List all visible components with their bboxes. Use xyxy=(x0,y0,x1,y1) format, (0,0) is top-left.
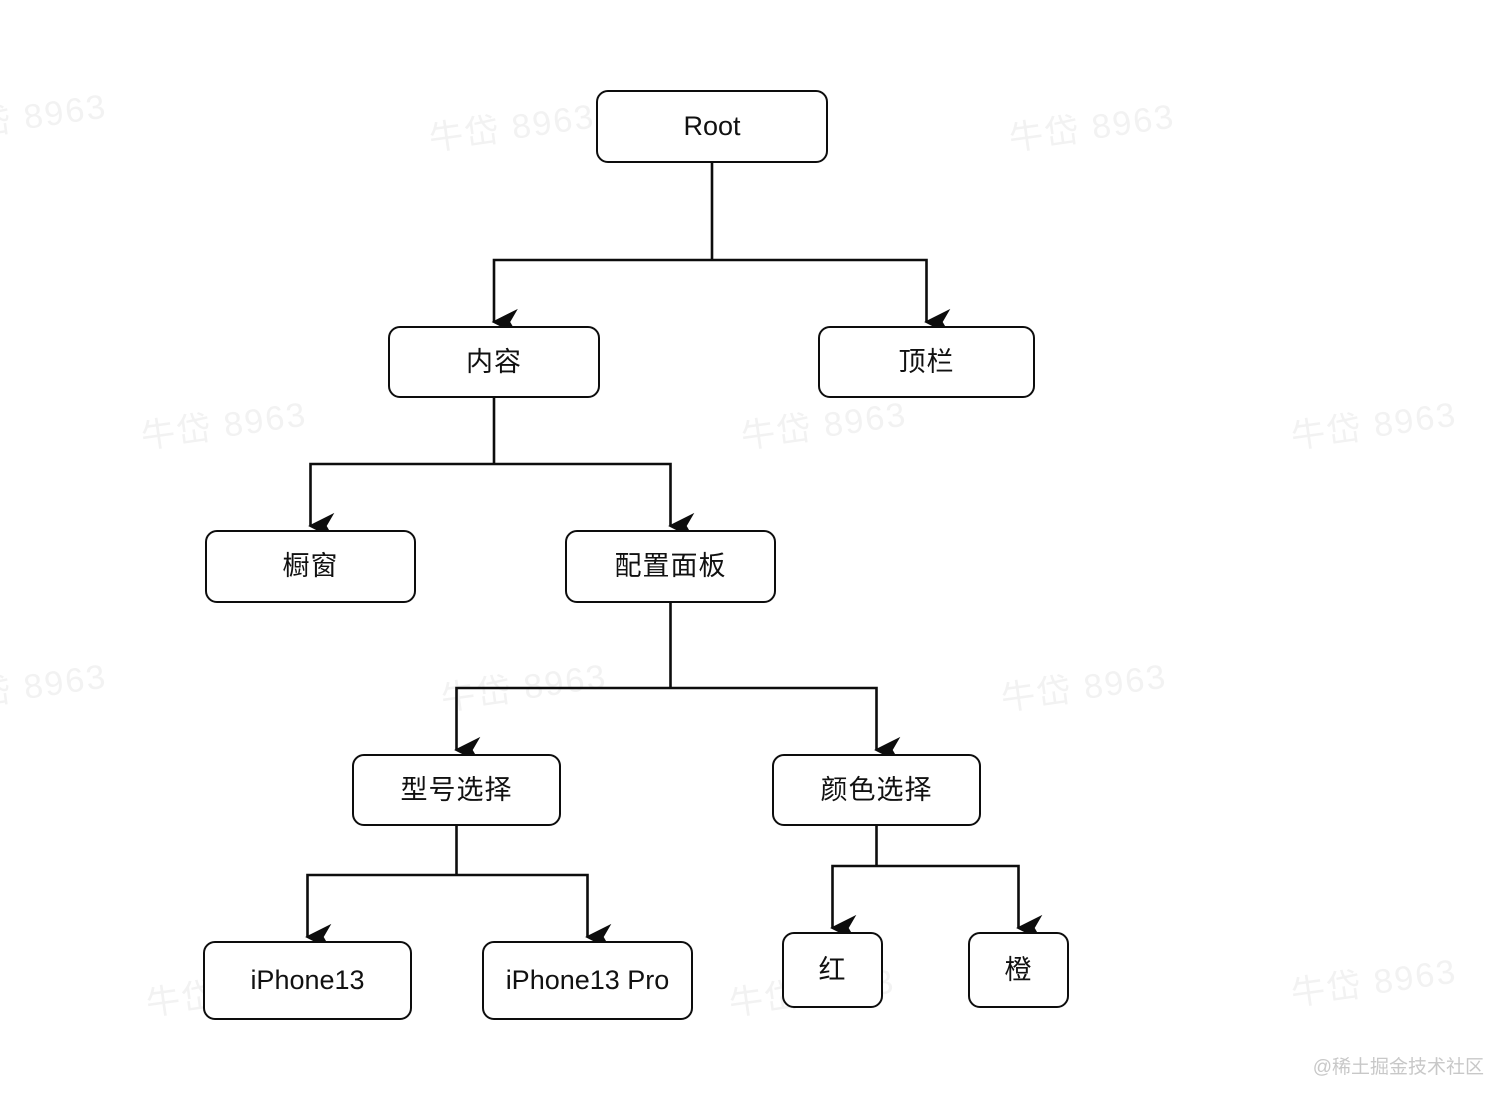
node-panel[interactable]: 配置面板 xyxy=(565,530,776,603)
edge-content-to-window xyxy=(308,462,494,540)
node-label-orange: 橙 xyxy=(1004,954,1033,985)
footer-watermark: @稀土掘金技术社区 xyxy=(1312,1057,1484,1078)
edge-root-to-topbar xyxy=(712,258,951,336)
node-model[interactable]: 型号选择 xyxy=(352,754,561,826)
node-topbar[interactable]: 顶栏 xyxy=(818,326,1035,398)
edge-panel-to-model xyxy=(454,686,671,764)
edge-color-to-orange xyxy=(876,864,1043,942)
node-label-panel: 配置面板 xyxy=(614,551,727,581)
node-label-color: 颜色选择 xyxy=(820,774,933,805)
node-red[interactable]: 红 xyxy=(782,932,883,1008)
node-ip13[interactable]: iPhone13 xyxy=(203,941,412,1020)
node-label-red: 红 xyxy=(818,954,847,985)
edge-panel-to-color xyxy=(670,686,901,764)
node-color[interactable]: 颜色选择 xyxy=(772,754,981,826)
node-label-ip13: iPhone13 xyxy=(250,965,365,995)
node-root[interactable]: Root xyxy=(596,90,828,163)
node-label-content: 内容 xyxy=(466,346,522,377)
edge-model-to-ip13 xyxy=(305,873,457,951)
node-label-ip13p: iPhone13 Pro xyxy=(505,965,670,995)
node-window[interactable]: 橱窗 xyxy=(205,530,416,603)
node-label-model: 型号选择 xyxy=(400,774,513,805)
node-label-topbar: 顶栏 xyxy=(898,346,955,377)
edge-color-to-red xyxy=(830,864,877,942)
edge-model-to-ip13p xyxy=(456,873,612,951)
node-label-root: Root xyxy=(683,111,741,141)
edge-root-to-content xyxy=(491,258,712,336)
node-ip13p[interactable]: iPhone13 Pro xyxy=(482,941,693,1020)
node-orange[interactable]: 橙 xyxy=(968,932,1069,1008)
edge-content-to-panel xyxy=(494,462,695,540)
node-label-window: 橱窗 xyxy=(282,551,339,581)
node-content[interactable]: 内容 xyxy=(388,326,600,398)
